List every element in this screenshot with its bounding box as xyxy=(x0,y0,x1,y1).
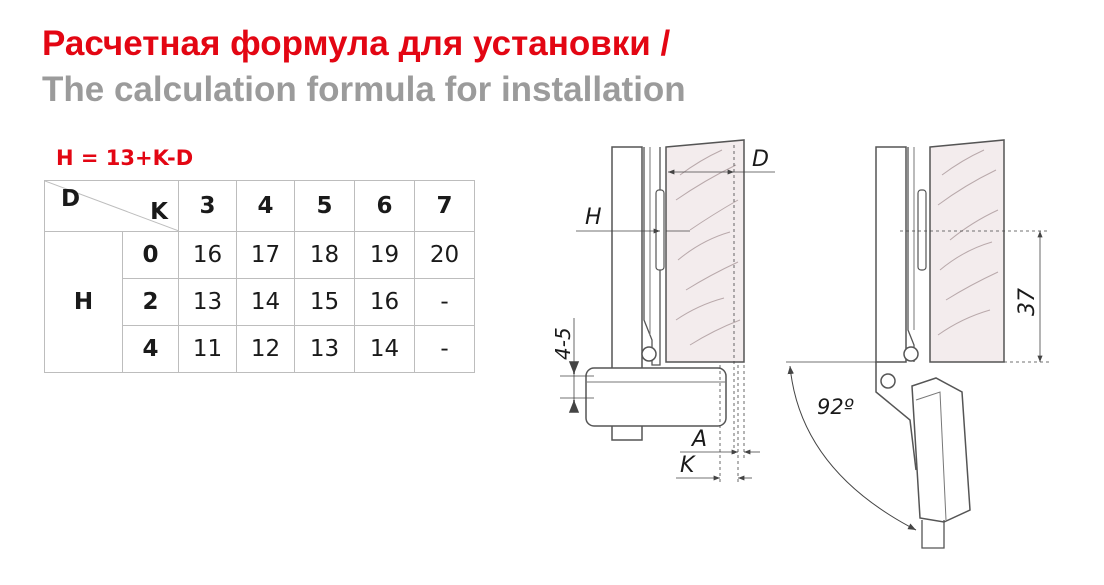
hinge-pivot xyxy=(641,346,657,362)
label-a: A xyxy=(690,427,707,452)
open-hinge-pivot xyxy=(880,373,896,389)
table-cell: 17 xyxy=(236,231,295,279)
label-h: H xyxy=(585,205,602,230)
door-panel xyxy=(665,139,745,363)
table-header-row: D K 3 4 5 6 7 xyxy=(44,180,475,232)
glass-texture-right xyxy=(937,149,999,336)
label-gap: 4-5 xyxy=(551,327,575,360)
column-header: 6 xyxy=(354,180,415,232)
table-cell: 13 xyxy=(294,325,355,373)
title-english: The calculation formula for installation xyxy=(42,70,686,109)
open-door-drawing: 37 92º xyxy=(786,139,1050,549)
angle-arc xyxy=(787,365,917,531)
title-russian: Расчетная формула для установки / xyxy=(42,24,671,63)
hinge-pivot-right xyxy=(903,346,919,362)
cabinet-wall xyxy=(611,146,643,441)
opened-door-edge xyxy=(915,391,947,521)
label-k: K xyxy=(680,453,696,478)
hinge-slot-right xyxy=(917,189,927,271)
hinge-slot xyxy=(655,189,665,271)
cabinet-wall-right xyxy=(875,146,907,363)
corner-diagonal xyxy=(45,181,179,231)
table-cell: 14 xyxy=(236,278,295,326)
table-row: H 0 16 17 18 19 20 xyxy=(44,231,475,373)
opened-door xyxy=(911,377,971,523)
table-cell: 18 xyxy=(294,231,355,279)
table-cell: 16 xyxy=(354,278,415,326)
cabinet-glass xyxy=(929,139,1005,363)
label-d: D xyxy=(752,147,769,172)
hinge-arm-right xyxy=(907,147,915,362)
table-cell: 14 xyxy=(354,325,415,373)
row-header-k: 0 xyxy=(122,231,179,279)
corner-label-k: K xyxy=(150,199,168,225)
column-header: 7 xyxy=(414,180,475,232)
table-cell: 19 xyxy=(354,231,415,279)
table-cell: 11 xyxy=(178,325,237,373)
table-cell: 20 xyxy=(414,231,475,279)
glass-texture xyxy=(675,149,741,346)
table-cell: 15 xyxy=(294,278,355,326)
calculation-table: D K 3 4 5 6 7 H 0 16 17 18 19 20 2 13 14… xyxy=(44,180,475,373)
table-cell: 12 xyxy=(236,325,295,373)
label-angle: 92º xyxy=(817,395,854,419)
row-header-k: 2 xyxy=(122,278,179,326)
corner-label-d: D xyxy=(61,186,81,212)
mounting-plate xyxy=(585,367,727,427)
table-cell: - xyxy=(414,325,475,373)
label-height: 37 xyxy=(1015,288,1040,316)
closed-door-drawing: D H 4-5 A K xyxy=(551,139,775,485)
table-row: 4 11 12 13 14 - xyxy=(45,325,475,373)
table-corner-cell: D K xyxy=(44,180,179,232)
row-header-k: 4 xyxy=(122,325,179,373)
formula: H = 13+K-D xyxy=(56,146,194,170)
opened-door-end xyxy=(921,520,945,549)
row-group-label-h: H xyxy=(44,231,123,373)
